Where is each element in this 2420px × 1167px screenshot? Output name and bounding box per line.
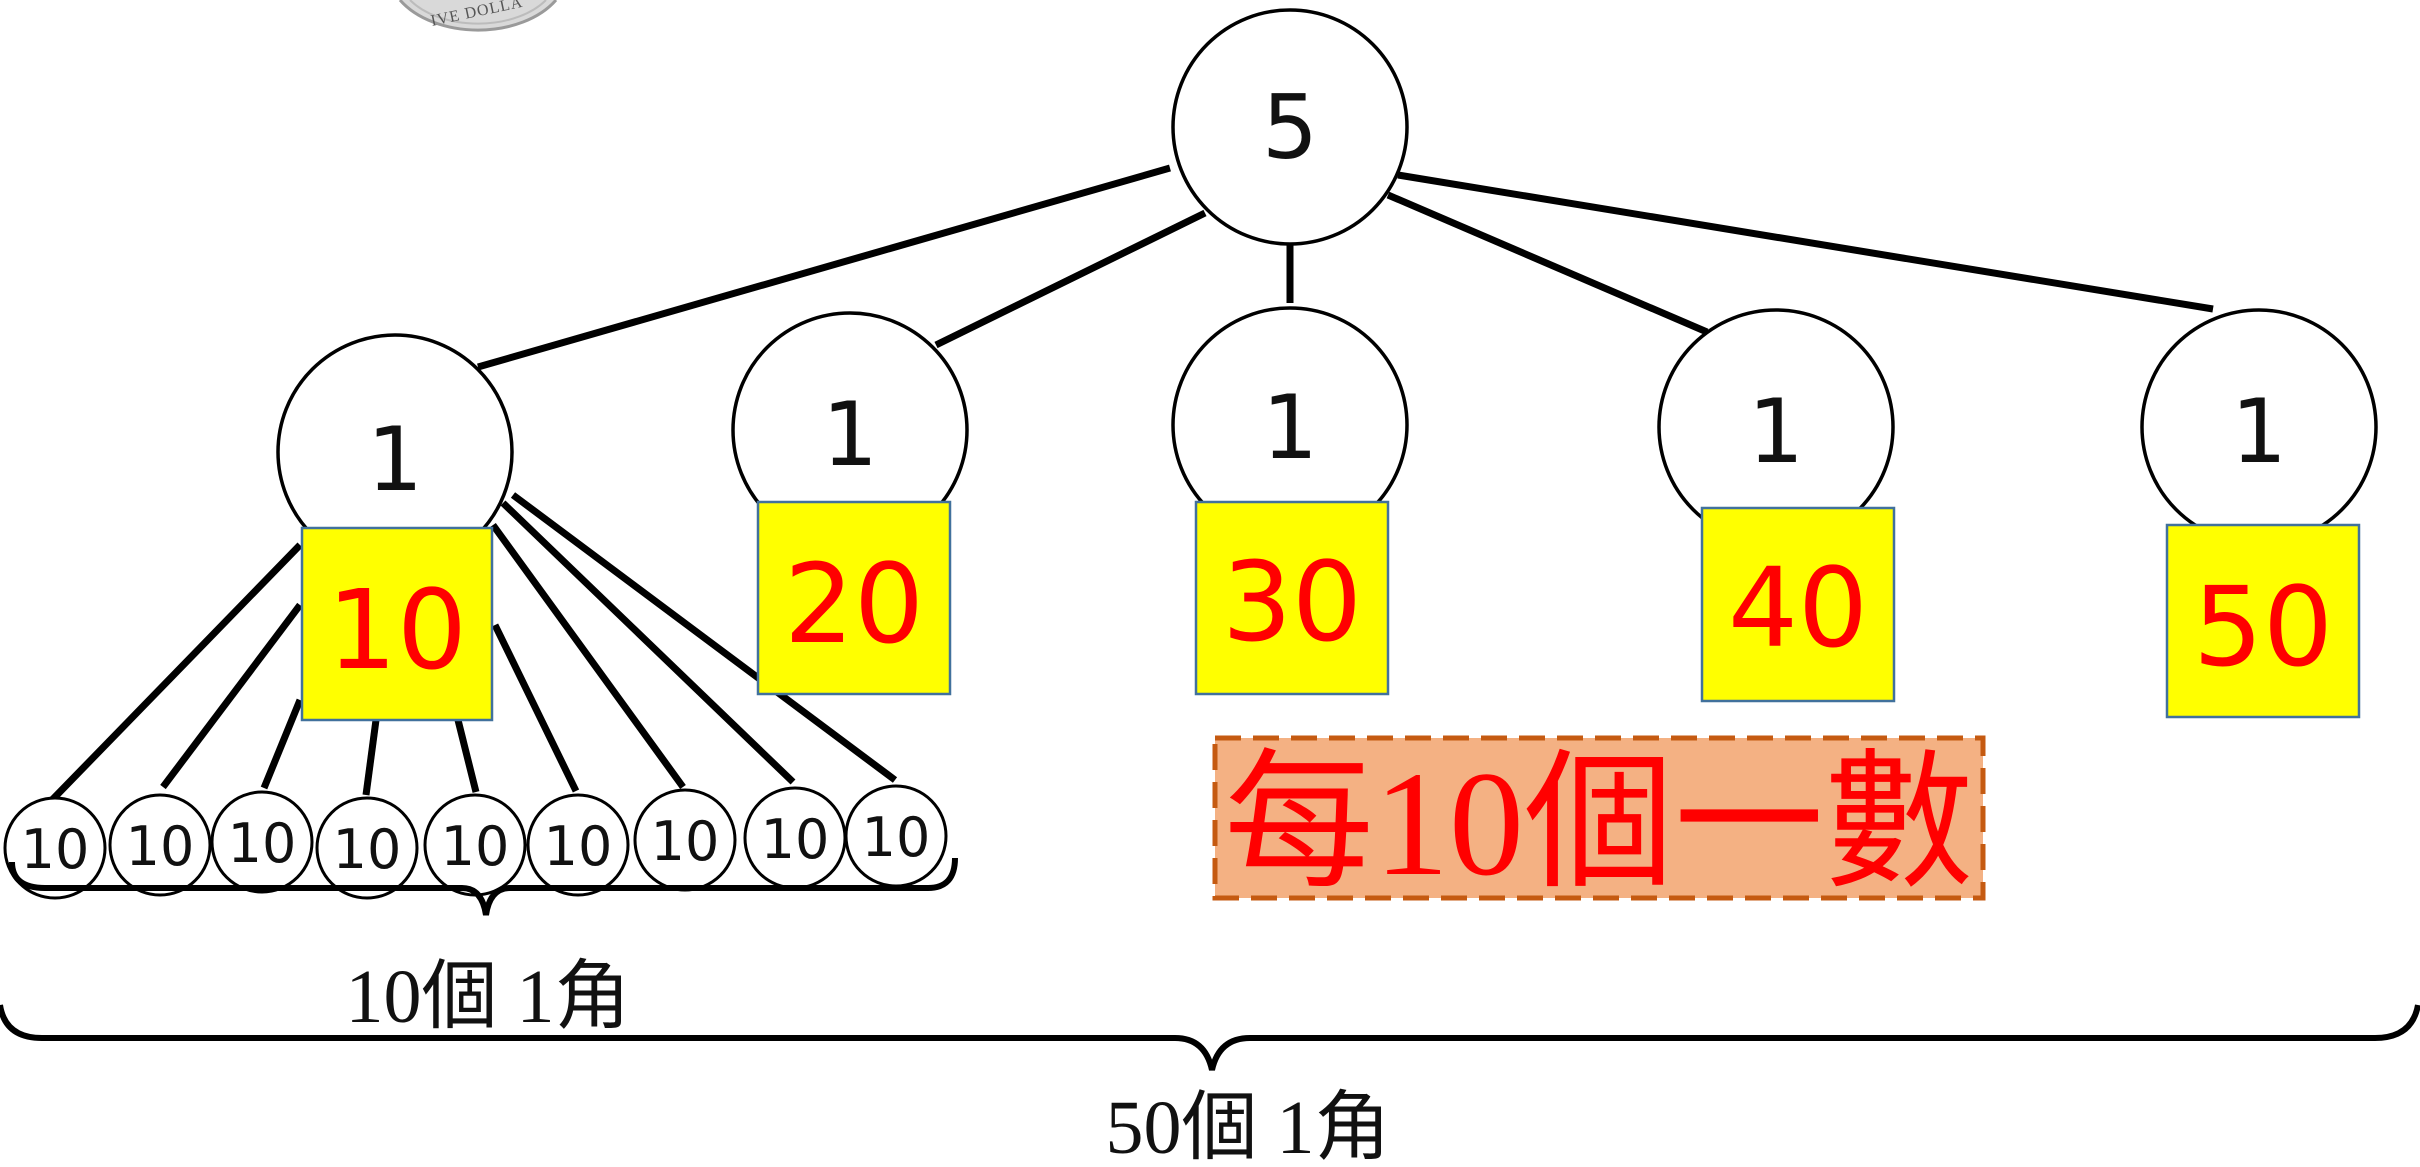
leaf-node-6: 10 (526, 793, 630, 897)
leaf-node-4: 10 (315, 796, 419, 900)
value-box-2: 20 (756, 500, 952, 696)
leaf-node-5: 10 (423, 793, 527, 897)
inner-brace-label: 10個 1角 (346, 955, 631, 1039)
edge-root-child-5 (1397, 171, 2214, 313)
edge-root-child-4 (1386, 191, 1709, 336)
outer-brace-label: 50個 1角 (1106, 1086, 1391, 1167)
edge-leaf-2 (160, 602, 303, 790)
leaf-label-5: 10 (441, 815, 510, 878)
leaf-label-3: 10 (228, 812, 297, 875)
child-label-4: 1 (1748, 380, 1804, 483)
edge-leaf-3 (260, 698, 304, 790)
value-box-label-3: 30 (1222, 538, 1362, 666)
leaf-node-9: 10 (844, 784, 948, 888)
leaf-label-8: 10 (761, 808, 830, 871)
callout-text: 每10個一數 (1224, 741, 1974, 907)
outer-brace (0, 1004, 2420, 1071)
leaf-node-8: 10 (743, 786, 847, 890)
edge-leaf-7 (490, 522, 686, 790)
edge-root-child-2 (934, 209, 1207, 349)
value-box-5: 50 (2165, 523, 2361, 719)
root-edges (477, 164, 2214, 371)
leaf-label-4: 10 (333, 818, 402, 881)
edge-leaf-1 (49, 542, 303, 803)
callout-box: 每10個一數 (1212, 735, 1986, 907)
value-box-label-1: 10 (327, 566, 467, 694)
inner-brace (9, 857, 958, 916)
root-label: 5 (1262, 76, 1318, 179)
child-label-5: 1 (2231, 380, 2287, 483)
edge-root-child-1 (477, 164, 1171, 371)
edge-leaf-9 (510, 492, 898, 783)
root-node: 5 (1171, 8, 1409, 246)
child-label-2: 1 (822, 383, 878, 486)
leaf-edges (49, 492, 898, 803)
leaf-label-2: 10 (126, 815, 195, 878)
value-box-3: 30 (1194, 500, 1390, 696)
child-label-3: 1 (1262, 376, 1318, 479)
leaf-label-7: 10 (651, 810, 720, 873)
edge-leaf-8 (500, 500, 796, 785)
edge-leaf-6 (491, 623, 580, 793)
child-label-1: 1 (367, 408, 423, 511)
coin-image: IVE DOLLA (398, 0, 558, 32)
leaf-label-9: 10 (862, 806, 931, 869)
leaf-node-2: 10 (108, 793, 212, 897)
leaf-node-1: 10 (3, 796, 107, 900)
leaf-node-7: 10 (633, 788, 737, 892)
value-box-label-5: 50 (2193, 563, 2333, 691)
value-box-1: 10 (300, 526, 494, 722)
value-box-4: 40 (1700, 506, 1896, 703)
value-box-label-4: 40 (1728, 544, 1868, 672)
child-node-5: 1 (2140, 308, 2378, 546)
child-node-3: 1 (1171, 306, 1409, 544)
edge-leaf-5 (454, 719, 480, 793)
value-box-label-2: 20 (784, 540, 924, 668)
leaf-label-1: 10 (21, 818, 90, 881)
edge-leaf-4 (362, 719, 380, 796)
leaf-label-6: 10 (544, 815, 613, 878)
leaf-node-3: 10 (210, 790, 314, 894)
